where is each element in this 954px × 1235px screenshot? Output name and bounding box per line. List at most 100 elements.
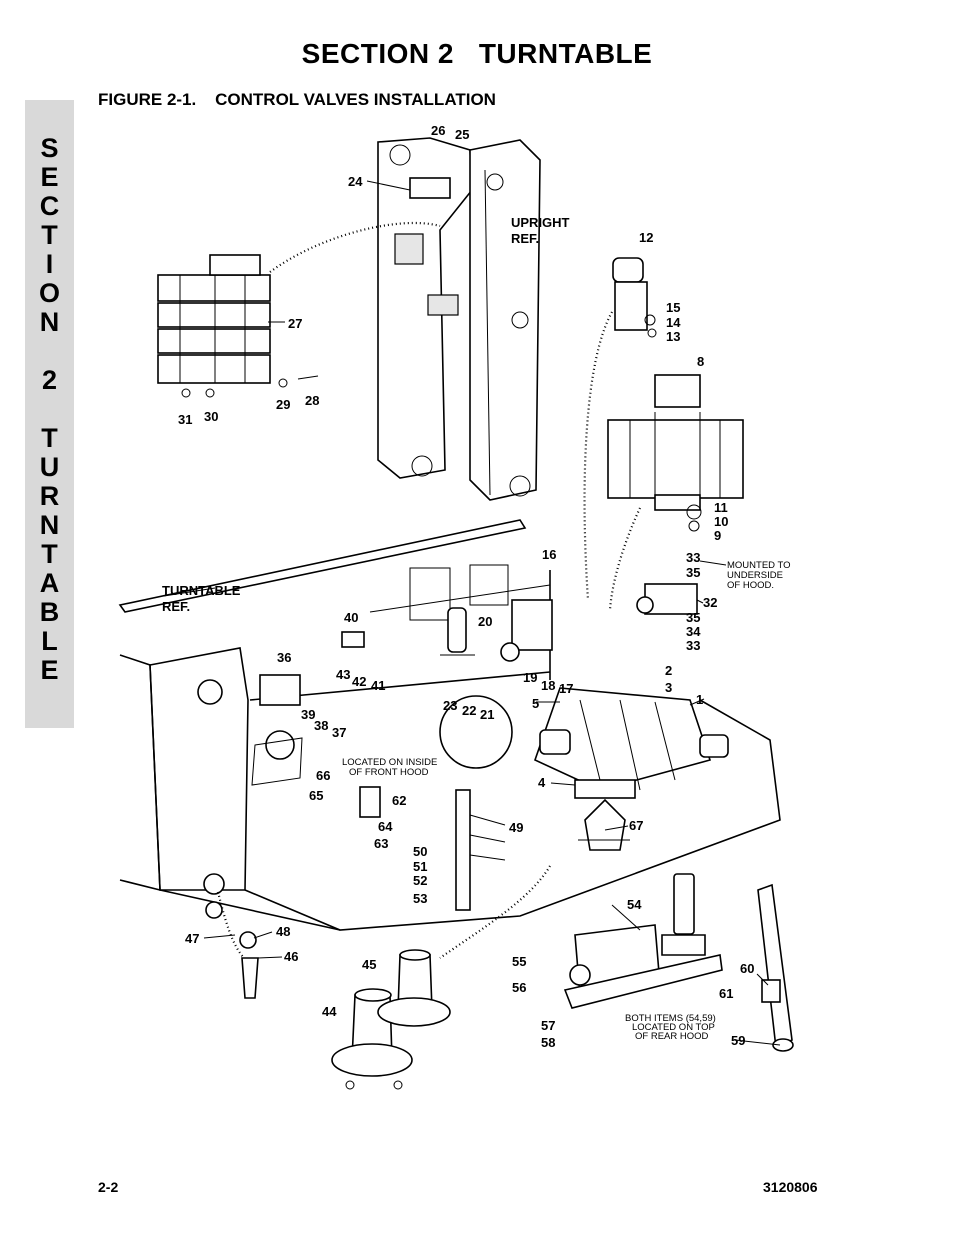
hood-note-line3: OF HOOD. bbox=[727, 580, 774, 591]
callout: 54 bbox=[627, 897, 642, 912]
callout: 56 bbox=[512, 980, 526, 995]
callout: 52 bbox=[413, 873, 427, 888]
callout: 2 bbox=[665, 663, 672, 678]
callout: 66 bbox=[316, 768, 330, 783]
callout: 22 bbox=[462, 703, 476, 718]
side-tab-letter: N bbox=[39, 307, 60, 337]
side-tab-letter: T bbox=[41, 220, 58, 250]
callout: 47 bbox=[185, 931, 199, 946]
callout: 35 bbox=[686, 565, 700, 580]
turntable-ref-line1: TURNTABLE bbox=[162, 583, 241, 598]
callout: 36 bbox=[277, 650, 291, 665]
callout: 50 bbox=[413, 844, 427, 859]
callout: 34 bbox=[686, 624, 701, 639]
rear-hood-note-line1: BOTH ITEMS (54,59) bbox=[625, 1013, 716, 1024]
callout: 4 bbox=[538, 775, 546, 790]
callout: 23 bbox=[443, 698, 457, 713]
hose-upright bbox=[269, 221, 441, 273]
callout: 26 bbox=[431, 123, 445, 138]
side-tab-letter: L bbox=[41, 626, 58, 656]
turntable-ref-line2: REF. bbox=[162, 599, 190, 614]
valve-bank-27 bbox=[157, 254, 319, 398]
front-hood-note-line1: LOCATED ON INSIDE bbox=[342, 757, 437, 768]
callout: 19 bbox=[523, 670, 537, 685]
callout: 41 bbox=[371, 678, 385, 693]
side-tab-letter: E bbox=[40, 655, 59, 685]
callout: 49 bbox=[509, 820, 523, 835]
callout: 63 bbox=[374, 836, 388, 851]
front-hood-note-line2: OF FRONT HOOD bbox=[349, 767, 429, 778]
callout: 14 bbox=[666, 315, 681, 330]
callout: 64 bbox=[378, 819, 393, 834]
callout: 3 bbox=[665, 680, 672, 695]
callout: 45 bbox=[362, 957, 376, 972]
callout: 11 bbox=[714, 500, 728, 515]
callout: 16 bbox=[542, 547, 556, 562]
callout: 32 bbox=[703, 595, 717, 610]
callout: 65 bbox=[309, 788, 323, 803]
callout: 48 bbox=[276, 924, 290, 939]
upright-ref-line1: UPRIGHT bbox=[511, 215, 570, 230]
callout: 55 bbox=[512, 954, 526, 969]
callout: 28 bbox=[305, 393, 319, 408]
callout: 67 bbox=[629, 818, 643, 833]
callout: 17 bbox=[559, 681, 573, 696]
callout: 13 bbox=[666, 329, 680, 344]
callout: 18 bbox=[541, 678, 555, 693]
callout: 46 bbox=[284, 949, 298, 964]
turntable-frame bbox=[118, 519, 781, 931]
side-tab-letter: T bbox=[41, 423, 58, 453]
valve-12 bbox=[612, 257, 657, 338]
figure-notes: MOUNTED TO UNDERSIDE OF HOOD. LOCATED ON… bbox=[342, 560, 791, 1042]
callout: 8 bbox=[697, 354, 704, 369]
misc-components bbox=[259, 583, 698, 911]
callout: 38 bbox=[314, 718, 328, 733]
side-tab-letter: R bbox=[39, 481, 60, 511]
callout: 10 bbox=[714, 514, 728, 529]
page-number: 2-2 bbox=[98, 1179, 119, 1195]
callout: 53 bbox=[413, 891, 427, 906]
side-tab-letter: B bbox=[39, 597, 60, 627]
callout: 24 bbox=[348, 174, 363, 189]
callout: 33 bbox=[686, 638, 700, 653]
hose-12 bbox=[583, 311, 613, 601]
callout: 12 bbox=[639, 230, 653, 245]
figure-title: FIGURE 2-1. CONTROL VALVES INSTALLATION bbox=[98, 90, 496, 109]
hood-note-line1: MOUNTED TO bbox=[727, 560, 791, 571]
callout: 37 bbox=[332, 725, 346, 740]
reference-labels: UPRIGHT REF. TURNTABLE REF. bbox=[162, 215, 570, 614]
callout: 61 bbox=[719, 986, 733, 1001]
side-tab-letter: N bbox=[39, 510, 60, 540]
callout: 42 bbox=[352, 674, 366, 689]
document-number: 3120806 bbox=[763, 1179, 818, 1195]
valve-8 bbox=[607, 374, 744, 532]
side-tab-letter: 2 bbox=[41, 365, 58, 395]
hose-8 bbox=[608, 507, 641, 611]
page-title: SECTION 2 TURNTABLE bbox=[301, 38, 653, 69]
callout: 39 bbox=[301, 707, 315, 722]
leader-lines bbox=[163, 180, 781, 1046]
side-tab-letter: T bbox=[41, 539, 58, 569]
callout: 20 bbox=[478, 614, 492, 629]
side-tab-letter: C bbox=[39, 191, 60, 221]
side-tab-letter: A bbox=[39, 568, 60, 598]
callout: 59 bbox=[731, 1033, 745, 1048]
callout: 21 bbox=[480, 707, 494, 722]
side-tab-letter: S bbox=[40, 133, 59, 163]
hood-note-line2: UNDERSIDE bbox=[727, 570, 783, 581]
callout: 40 bbox=[344, 610, 358, 625]
callout: 62 bbox=[392, 793, 406, 808]
main-valve-1 bbox=[534, 687, 729, 799]
callout: 9 bbox=[714, 528, 721, 543]
callout: 27 bbox=[288, 316, 302, 331]
callout: 43 bbox=[336, 667, 350, 682]
drive-hub-assembly bbox=[331, 949, 451, 1090]
callout: 5 bbox=[532, 696, 539, 711]
side-tab-letter: O bbox=[38, 278, 60, 308]
fitting-46-48 bbox=[203, 873, 259, 999]
side-tab-letter: I bbox=[45, 249, 54, 279]
callout: 30 bbox=[204, 409, 218, 424]
callout-numbers: 26 25 24 27 31 30 29 28 12 15 14 13 8 11… bbox=[178, 123, 754, 1050]
